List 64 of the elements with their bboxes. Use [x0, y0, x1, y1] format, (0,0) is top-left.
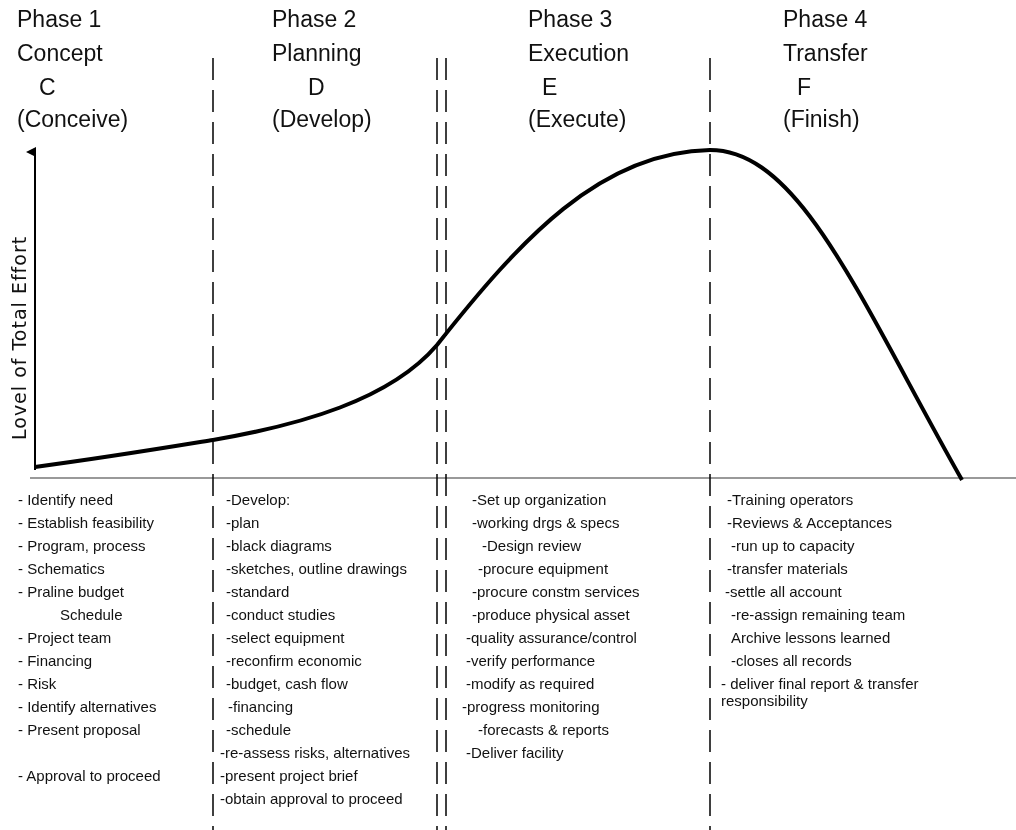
- list-item: -procure equipment: [478, 560, 609, 577]
- list-item: -Set up organization: [472, 491, 607, 508]
- list-item: -Design review: [482, 537, 582, 554]
- list-item: -conduct studies: [226, 606, 336, 623]
- list-item: -progress monitoring: [462, 698, 600, 715]
- phase-heading: F: [797, 74, 812, 101]
- phase-heading: (Develop): [272, 106, 372, 133]
- list-item: -produce physical asset: [472, 606, 630, 623]
- list-item: -settle all account: [725, 583, 842, 600]
- list-item: -working drgs & specs: [472, 514, 620, 531]
- phase-heading: (Conceive): [17, 106, 129, 133]
- list-item: -re-assess risks, alternatives: [220, 744, 411, 761]
- list-item: Schedule: [60, 606, 123, 623]
- list-item: - Financing: [18, 652, 93, 669]
- list-item: - Identify alternatives: [18, 698, 157, 715]
- phase-heading: Phase 4: [783, 6, 868, 33]
- phase-heading: (Execute): [528, 106, 627, 133]
- list-item: -sketches, outline drawings: [226, 560, 407, 577]
- list-item: -schedule: [226, 721, 292, 738]
- list-item: - deliver final report & transfer responsibility: [721, 675, 920, 709]
- phase-heading: Transfer: [783, 40, 868, 67]
- list-item: - Present proposal: [18, 721, 141, 738]
- list-item: - Identify need: [18, 491, 114, 508]
- list-item: -forecasts & reports: [478, 721, 609, 738]
- list-item: -quality assurance/control: [466, 629, 637, 646]
- list-item: -Develop:: [226, 491, 291, 508]
- list-item: -present project brief: [220, 767, 358, 784]
- list-item: -modify as required: [466, 675, 595, 692]
- list-item: - Establish feasibility: [18, 514, 154, 531]
- phase-heading: Concept: [17, 40, 103, 67]
- phase-heading: (Finish): [783, 106, 860, 133]
- list-item: - Risk: [18, 675, 57, 692]
- list-item: -reconfirm economic: [226, 652, 362, 669]
- list-item: -select equipment: [226, 629, 345, 646]
- list-item: -closes all records: [731, 652, 852, 669]
- list-item: -re-assign remaining team: [731, 606, 906, 623]
- list-item: -transfer materials: [727, 560, 848, 577]
- phase-heading: D: [308, 74, 325, 101]
- phase-heading: Phase 2: [272, 6, 357, 33]
- phase-heading: Phase 3: [528, 6, 613, 33]
- phase-heading: Phase 1: [17, 6, 102, 33]
- list-item: - Approval to proceed: [18, 767, 161, 784]
- list-item: -Deliver facility: [466, 744, 564, 761]
- list-item: -plan: [226, 514, 260, 531]
- list-item: -Training operators: [727, 491, 854, 508]
- list-item: - Program, process: [18, 537, 146, 554]
- list-item: -financing: [228, 698, 294, 715]
- axis-label: Lovel of Total Effort: [8, 235, 30, 440]
- phase-heading: Planning: [272, 40, 362, 67]
- list-item: -budget, cash flow: [226, 675, 348, 692]
- list-item: -standard: [226, 583, 290, 600]
- list-item: - Project team: [18, 629, 112, 646]
- phase-heading: E: [542, 74, 558, 101]
- list-item: - Praline budget: [18, 583, 124, 600]
- phase-heading: Execution: [528, 40, 629, 67]
- list-item: -obtain approval to proceed: [220, 790, 403, 807]
- list-item: Archive lessons learned: [731, 629, 891, 646]
- list-item: - Schematics: [18, 560, 105, 577]
- list-item: -black diagrams: [226, 537, 332, 554]
- list-item: -Reviews & Acceptances: [727, 514, 893, 531]
- list-item: -verify performance: [466, 652, 596, 669]
- list-item: -run up to capacity: [731, 537, 855, 554]
- phase-heading: C: [39, 74, 56, 101]
- list-item: -procure constm services: [472, 583, 640, 600]
